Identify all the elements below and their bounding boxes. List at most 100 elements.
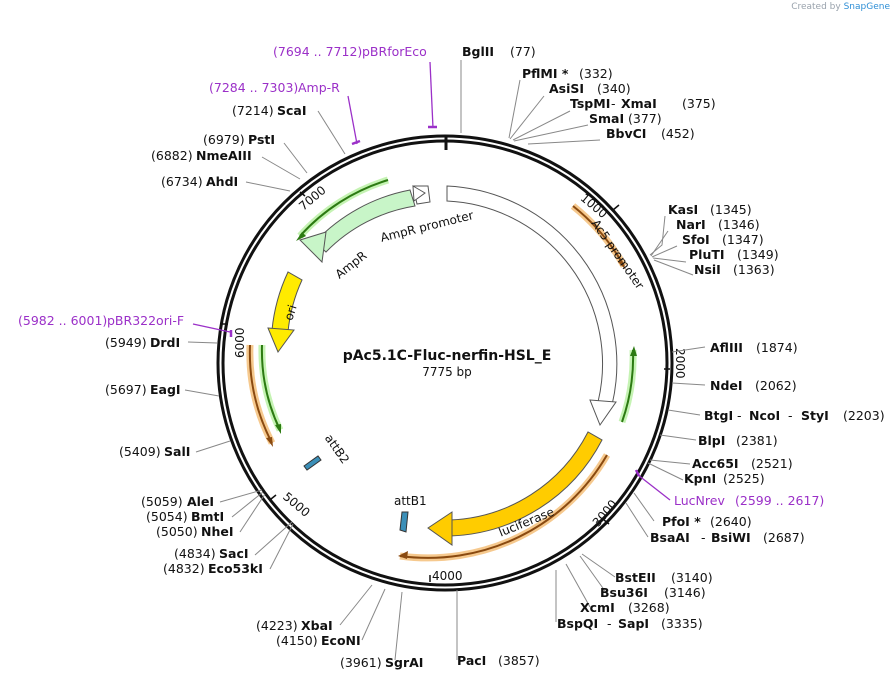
label-ampr: AmpR <box>333 248 370 281</box>
credit-text: Created by <box>791 2 841 12</box>
svg-text:-: - <box>701 530 706 545</box>
svg-text:(5050): (5050) <box>156 524 198 539</box>
site-pflmi: PflMI * <box>522 66 569 81</box>
tick-label-6000: 6000 <box>233 327 247 358</box>
site-bsaai: BsaAI <box>650 530 690 545</box>
primer-pbrforeco-range: (7694 .. 7712) <box>273 44 362 59</box>
site-econi: EcoNI <box>321 633 361 648</box>
svg-text:(452): (452) <box>661 126 695 141</box>
svg-text:(6734): (6734) <box>161 174 203 189</box>
svg-text:(3146): (3146) <box>664 585 706 600</box>
site-smai: SmaI <box>589 111 624 126</box>
svg-text:(1874): (1874) <box>756 340 798 355</box>
site-saci: SacI <box>219 546 249 561</box>
svg-text:-: - <box>737 408 742 423</box>
site-paci: PacI <box>457 653 486 668</box>
svg-text:NcoI: NcoI <box>749 408 780 423</box>
svg-text:(3857): (3857) <box>498 653 540 668</box>
snapgene-brand: SnapGene <box>843 2 890 12</box>
site-labels-right: BglII (77) PflMI * (332) AsiSI (340) Tsp… <box>457 44 885 668</box>
site-kasi: KasI <box>668 202 698 217</box>
svg-text:(5054): (5054) <box>146 509 188 524</box>
primer-pbr322ori-name: pBR322ori-F <box>107 313 184 328</box>
site-nsii: NsiI <box>694 262 721 277</box>
site-bspqi: BspQI <box>557 616 598 631</box>
svg-text:(77): (77) <box>510 44 536 59</box>
svg-text:XmaI: XmaI <box>621 96 657 111</box>
primer-lines <box>192 61 671 501</box>
label-ampr-promoter: AmpR promoter <box>379 208 475 245</box>
svg-text:(2521): (2521) <box>751 456 793 471</box>
svg-text:(2203): (2203) <box>843 408 885 423</box>
svg-text:(340): (340) <box>597 81 631 96</box>
svg-text:(332): (332) <box>579 66 613 81</box>
site-btgi: BtgI <box>704 408 733 423</box>
ampr-arrow <box>314 189 416 253</box>
primer-ampr-name: Amp-R <box>298 80 340 95</box>
site-alei: AleI <box>187 494 214 509</box>
site-xcmi: XcmI <box>580 600 615 615</box>
site-bmti: BmtI <box>191 509 224 524</box>
attb2-marker <box>303 455 322 471</box>
site-nmeaiii: NmeAIII <box>196 148 252 163</box>
svg-text:(3268): (3268) <box>628 600 670 615</box>
site-eagi: EagI <box>150 382 181 397</box>
site-pluti: PluTI <box>689 247 725 262</box>
svg-text:-: - <box>788 408 793 423</box>
site-ahdi: AhdI <box>206 174 238 189</box>
svg-text:(2687): (2687) <box>763 530 805 545</box>
svg-text:(5059): (5059) <box>141 494 183 509</box>
svg-text:-: - <box>607 616 612 631</box>
svg-text:(1347): (1347) <box>722 232 764 247</box>
site-bsteii: BstEII <box>615 570 656 585</box>
site-drdi: DrdI <box>150 335 180 350</box>
primer-marks <box>229 125 641 477</box>
svg-text:BsiWI: BsiWI <box>711 530 751 545</box>
site-sfoi: SfoI <box>682 232 710 247</box>
svg-text:(6882): (6882) <box>151 148 193 163</box>
primer-lucnrev-range: (2599 .. 2617) <box>735 493 824 508</box>
site-nhei: NheI <box>201 524 234 539</box>
attb1-marker <box>399 511 409 533</box>
svg-text:(7214): (7214) <box>232 103 274 118</box>
ori-arrow <box>271 271 303 333</box>
svg-text:(4834): (4834) <box>174 546 216 561</box>
site-asisi: AsiSI <box>549 81 584 96</box>
label-attb1: attB1 <box>394 494 427 508</box>
svg-text:(6979): (6979) <box>203 132 245 147</box>
svg-text:-: - <box>611 96 616 111</box>
svg-text:(4150): (4150) <box>276 633 318 648</box>
features <box>267 185 618 546</box>
site-lines-right <box>456 60 706 660</box>
primer-pbr322ori-range: (5982 .. 6001) <box>18 313 107 328</box>
svg-text:(2381): (2381) <box>736 433 778 448</box>
plasmid-name: pAc5.1C-Fluc-nerfin-HSL_E <box>343 348 552 364</box>
binding-arcs <box>246 176 637 562</box>
site-ndei: NdeI <box>710 378 743 393</box>
site-eco53ki: Eco53kI <box>208 561 263 576</box>
site-blpi: BlpI <box>698 433 725 448</box>
label-attb2: attB2 <box>322 432 352 467</box>
svg-text:(1363): (1363) <box>733 262 775 277</box>
svg-text:(1345): (1345) <box>710 202 752 217</box>
label-ori: ori <box>282 303 300 322</box>
site-pfoi: PfoI * <box>662 514 701 529</box>
svg-text:SapI: SapI <box>618 616 649 631</box>
svg-text:(3335): (3335) <box>661 616 703 631</box>
tick-label-2000: 2000 <box>673 348 687 379</box>
svg-text:(2640): (2640) <box>710 514 752 529</box>
svg-text:(4832): (4832) <box>163 561 205 576</box>
svg-text:(3961): (3961) <box>340 655 382 670</box>
svg-text:(5949): (5949) <box>105 335 147 350</box>
site-nari: NarI <box>676 217 706 232</box>
svg-text:(5409): (5409) <box>119 444 161 459</box>
site-afliii: AflIII <box>710 340 743 355</box>
svg-text:(377): (377) <box>628 111 662 126</box>
site-kpni: KpnI <box>684 471 716 486</box>
site-xbai: XbaI <box>301 618 333 633</box>
plasmid-length: 7775 bp <box>422 365 472 379</box>
site-sgrai: SgrAI <box>385 655 423 670</box>
svg-text:(2525): (2525) <box>723 471 765 486</box>
primer-pbrforeco-name: pBRforEco <box>362 44 427 59</box>
